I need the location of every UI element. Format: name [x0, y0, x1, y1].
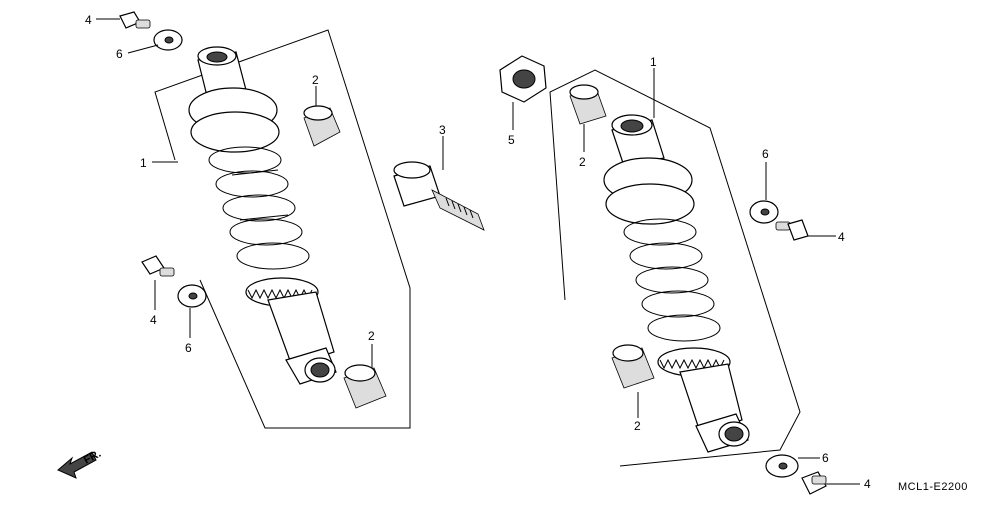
nut — [499, 55, 547, 103]
washer-right-upper — [749, 200, 779, 224]
bolt-left-top — [119, 11, 151, 29]
right-assembly-outline — [549, 69, 801, 467]
callout-bolt-left-mid: 4 — [150, 313, 157, 327]
front-direction-arrow: FR. — [57, 448, 103, 479]
left-shock-absorber — [188, 46, 337, 385]
callout-stud-bolt: 3 — [439, 123, 446, 137]
callout-shock-right: 1 — [650, 55, 657, 69]
callout-bolt-right-lower: 4 — [864, 477, 871, 491]
callout-bolt-left-top: 4 — [85, 13, 92, 27]
callout-washer-left-top: 6 — [116, 47, 123, 61]
stud-bolt — [393, 161, 485, 231]
bolt-right-lower — [801, 471, 827, 495]
bolt-left-mid — [141, 255, 175, 277]
callout-shock-left: 1 — [140, 156, 147, 170]
callout-bushing-left-lower: 2 — [368, 329, 375, 343]
washer-left-mid — [177, 284, 207, 308]
callout-nut: 5 — [508, 133, 515, 147]
callout-washer-right-lower: 6 — [822, 451, 829, 465]
washer-right-lower — [765, 454, 799, 478]
callout-bolt-right-upper: 4 — [838, 230, 845, 244]
left-assembly-outline — [154, 29, 411, 429]
bushing-right-upper — [569, 84, 607, 125]
callout-bushing-left-upper: 2 — [312, 73, 319, 87]
bushing-left-upper — [303, 105, 341, 147]
bushing-right-lower — [611, 344, 655, 389]
callout-bushing-right-lower: 2 — [634, 419, 641, 433]
callout-washer-right-upper: 6 — [762, 147, 769, 161]
right-shock-absorber — [603, 114, 750, 453]
front-direction-label: FR. — [82, 448, 103, 467]
leader-lines — [96, 18, 860, 485]
callout-washer-left-mid: 6 — [185, 341, 192, 355]
callout-bushing-right-upper: 2 — [579, 155, 586, 169]
bolt-right-upper — [775, 219, 809, 241]
washer-left-top — [153, 29, 183, 51]
drawing-code: MCL1-E2200 — [898, 481, 968, 493]
bushing-left-lower — [343, 364, 387, 409]
